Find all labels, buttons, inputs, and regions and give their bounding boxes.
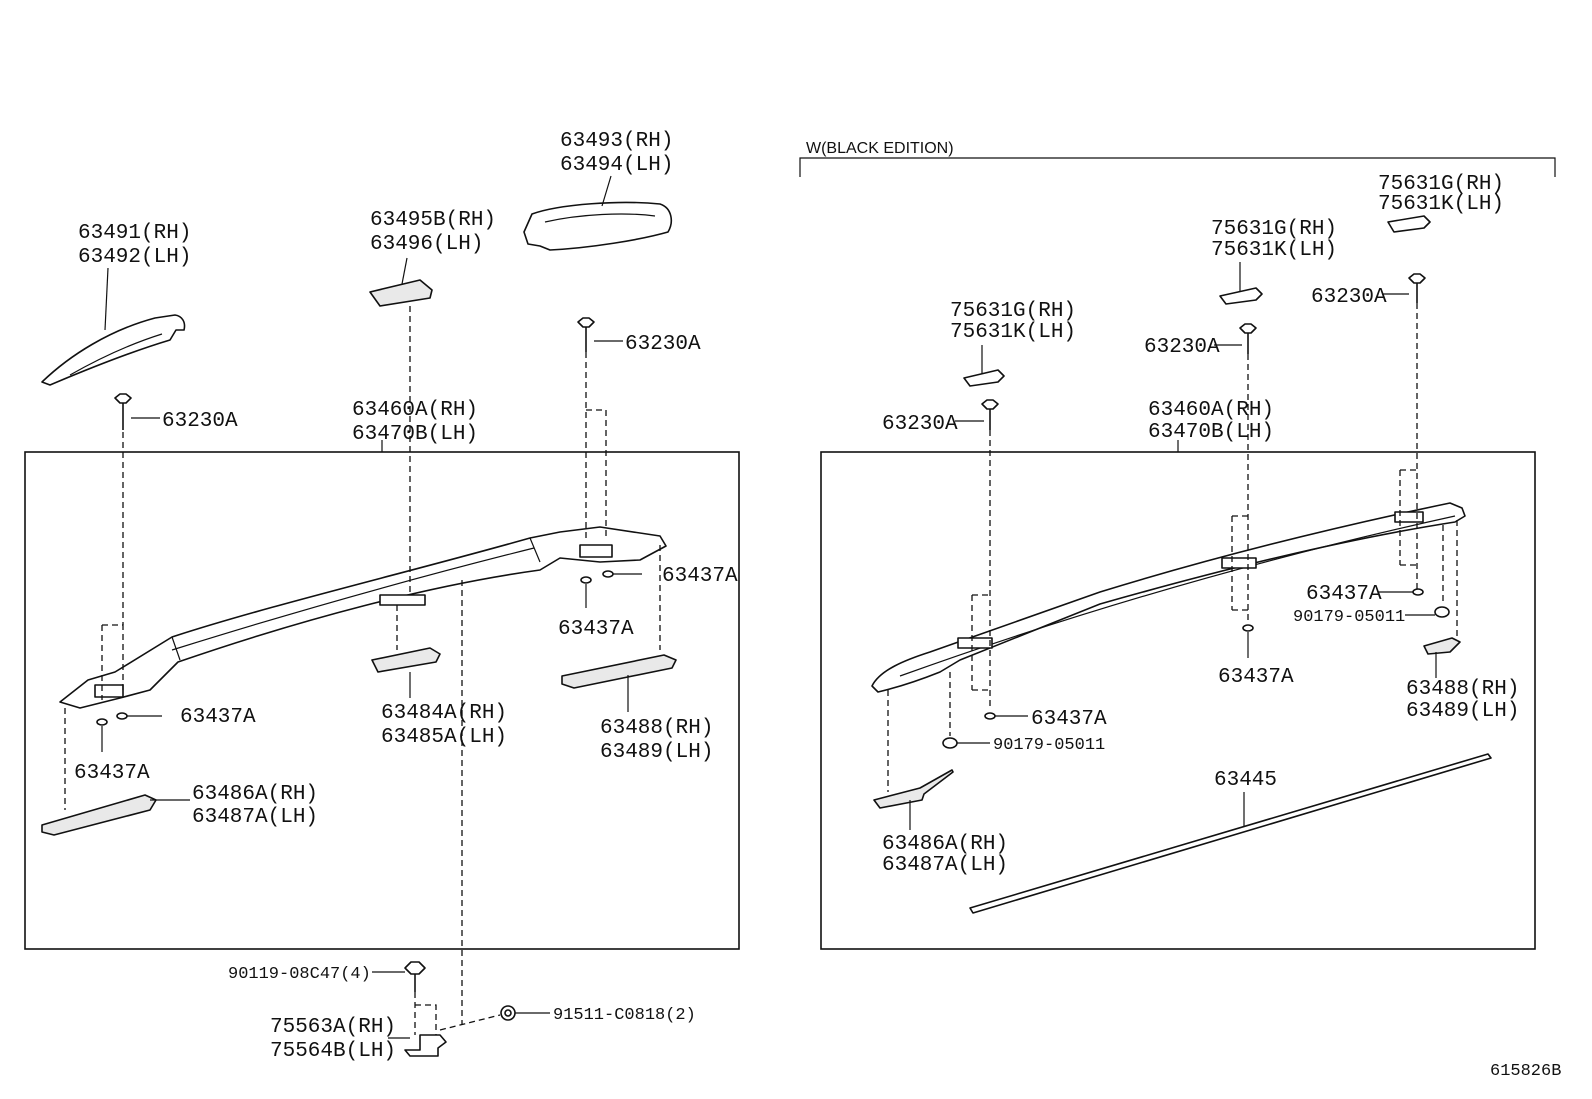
label-63493: 63493(RH) xyxy=(560,130,673,153)
bolt-bottom-part xyxy=(404,961,426,992)
label-63489-right: 63489(LH) xyxy=(1406,700,1519,723)
label-63470b-right: 63470B(LH) xyxy=(1148,421,1274,444)
cover-far-part xyxy=(1387,215,1431,233)
label-90119: 90119-08C47(4) xyxy=(228,965,371,984)
label-63230a-far: 63230A xyxy=(1311,286,1387,309)
nut-near-part xyxy=(942,737,958,749)
label-63437a-fb: 63437A xyxy=(74,762,150,785)
label-63437a-rb: 63437A xyxy=(558,618,634,641)
label-90179-far: 90179-05011 xyxy=(1293,608,1405,627)
bolt-near-part xyxy=(981,399,999,430)
moulding-part xyxy=(969,753,1492,914)
rear-end-cover-part xyxy=(523,201,673,251)
label-63445: 63445 xyxy=(1214,769,1277,792)
label-63230a-mid: 63230A xyxy=(1144,336,1220,359)
label-63437a-rr: 63437A xyxy=(662,565,738,588)
front-pad-black-part xyxy=(873,769,954,809)
label-75631k-mid: 75631K(LH) xyxy=(1211,239,1337,262)
label-63230a-near: 63230A xyxy=(882,413,958,436)
center-pad-part xyxy=(371,647,441,673)
clip-part xyxy=(500,1005,516,1021)
bracket-part xyxy=(404,1034,447,1057)
bolt-front-part xyxy=(114,393,132,430)
bolt-far-part xyxy=(1408,273,1426,303)
label-91511: 91511-C0818(2) xyxy=(553,1006,696,1025)
label-63230a-front: 63230A xyxy=(162,410,238,433)
left-assembly-frame xyxy=(24,451,740,950)
diagram-id: 615826B xyxy=(1490,1062,1561,1081)
rear-pad-part xyxy=(561,654,677,689)
label-75631g-far: 75631G(RH) xyxy=(1378,173,1504,196)
roof-rail-part xyxy=(59,526,667,709)
front-end-cover-part xyxy=(41,314,186,386)
label-63495b: 63495B(RH) xyxy=(370,209,496,232)
black-edition-bracket xyxy=(799,157,1556,177)
label-63437a-mid: 63437A xyxy=(1218,666,1294,689)
label-63489: 63489(LH) xyxy=(600,741,713,764)
cover-near-part xyxy=(963,369,1005,387)
bolt-mid-part xyxy=(1239,323,1257,354)
label-63460a-right: 63460A(RH) xyxy=(1148,399,1274,422)
label-63485a: 63485A(LH) xyxy=(381,726,507,749)
label-63484a: 63484A(RH) xyxy=(381,702,507,725)
label-63486a-right: 63486A(RH) xyxy=(882,833,1008,856)
label-75631g-mid: 75631G(RH) xyxy=(1211,218,1337,241)
label-75564b: 75564B(LH) xyxy=(270,1040,396,1063)
nut-far-part xyxy=(1434,606,1450,618)
center-cover-part xyxy=(369,279,433,307)
right-panel: W(BLACK EDITION) 75631G(RH) 75631K(LH) 7… xyxy=(799,140,1556,950)
label-63491: 63491(RH) xyxy=(78,222,191,245)
label-63487a: 63487A(LH) xyxy=(192,806,318,829)
label-63460a: 63460A(RH) xyxy=(352,399,478,422)
label-63437a-fr: 63437A xyxy=(180,706,256,729)
bolt-rear-part xyxy=(577,317,595,352)
label-63470b: 63470B(LH) xyxy=(352,423,478,446)
black-edition-title: W(BLACK EDITION) xyxy=(806,140,954,157)
label-90179-near: 90179-05011 xyxy=(993,736,1105,755)
front-pad-part xyxy=(41,794,157,836)
label-63437a-near: 63437A xyxy=(1031,708,1107,731)
label-63488: 63488(RH) xyxy=(600,717,713,740)
label-75563a: 75563A(RH) xyxy=(270,1016,396,1039)
label-63230a-rear: 63230A xyxy=(625,333,701,356)
label-75631k-near: 75631K(LH) xyxy=(950,321,1076,344)
label-63492: 63492(LH) xyxy=(78,246,191,269)
label-63494: 63494(LH) xyxy=(560,154,673,177)
rear-pad-black-part xyxy=(1423,637,1461,655)
cover-mid-part xyxy=(1219,287,1263,305)
left-panel: 63491(RH) 63492(LH) 63495B(RH) 63496(LH)… xyxy=(24,130,740,1063)
label-75631k-far: 75631K(LH) xyxy=(1378,193,1504,216)
label-63487a-right: 63487A(LH) xyxy=(882,854,1008,877)
label-63437a-far: 63437A xyxy=(1306,583,1382,606)
label-63486a: 63486A(RH) xyxy=(192,783,318,806)
label-63488-right: 63488(RH) xyxy=(1406,678,1519,701)
label-75631g-near: 75631G(RH) xyxy=(950,300,1076,323)
label-63496: 63496(LH) xyxy=(370,233,483,256)
